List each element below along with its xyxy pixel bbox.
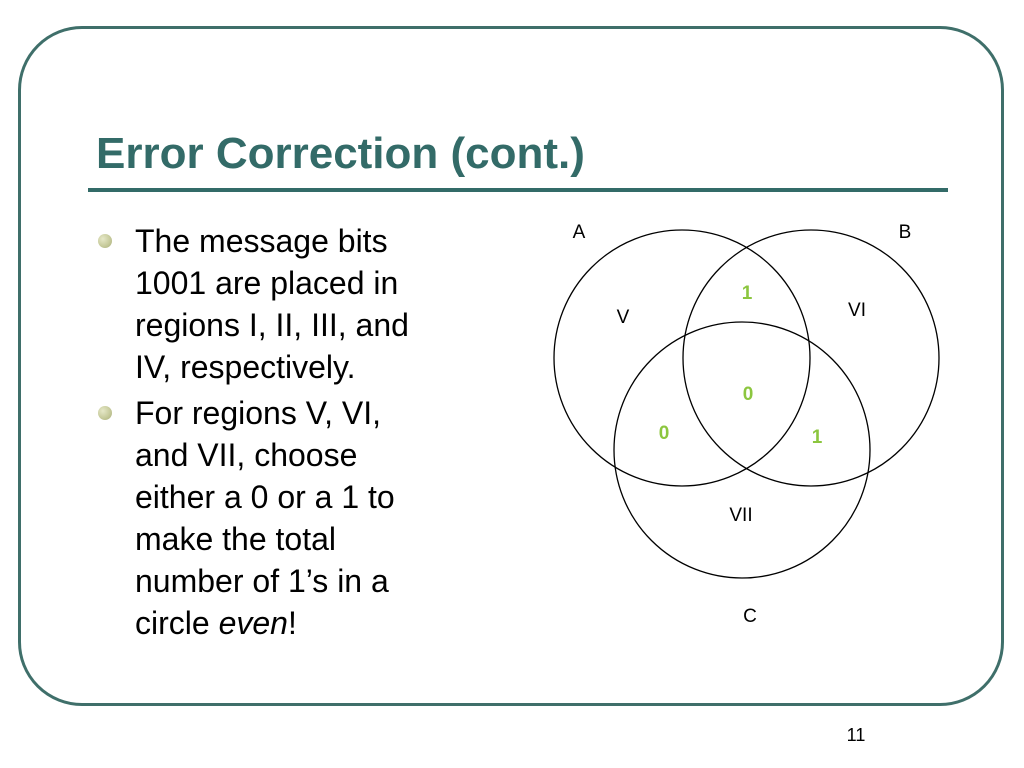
bullet-1-line-1: The message bits [135,223,388,259]
bit-region-bc: 1 [812,427,823,448]
region-label-v: V [617,307,630,328]
circle-a [553,229,811,487]
region-label-vii: VII [729,505,752,526]
emphasis-even: even [218,605,288,641]
circle-label-c: C [743,606,757,627]
slide-number: 11 [846,725,866,745]
bullet-1-line-2: 1001 are placed in [135,265,399,301]
slide-frame [18,26,1004,706]
bullet-1-line-4: IV, respectively. [135,349,356,385]
region-label-vi: VI [848,300,866,321]
bit-region-ab: 1 [742,283,753,304]
bit-region-ac: 0 [659,423,670,444]
bullet-2-line-1: For regions V, VI, [135,395,382,431]
bullet-item-message-bits: The message bits 1001 are placed in regi… [98,220,518,388]
slide-title: Error Correction (cont.) [96,129,585,178]
bullet-1-line-3: regions I, II, III, and [135,307,409,343]
title-rule [88,188,948,192]
bit-region-abc: 0 [743,384,754,405]
circle-label-a: A [573,222,586,243]
bullet-dot-icon [98,406,112,420]
bullet-2-line-4: make the total [135,521,336,557]
bullet-item-choose-bits: For regions V, VI, and VII, choose eithe… [98,392,518,644]
circle-c [613,321,871,579]
bullet-2-line-3: either a 0 or a 1 to [135,479,395,515]
circle-label-b: B [899,222,912,243]
bullet-2-line-2: and VII, choose [135,437,358,473]
bullet-2-line-5: number of 1’s in a [135,563,389,599]
bullet-dot-icon [98,234,112,248]
bullet-list: The message bits 1001 are placed in regi… [98,220,518,648]
bullet-2-line-6: circle even! [135,602,518,644]
bullet-2-line-6-prefix: circle [135,605,219,641]
circle-b [682,229,940,487]
bullet-2-line-6-suffix: ! [287,605,297,641]
